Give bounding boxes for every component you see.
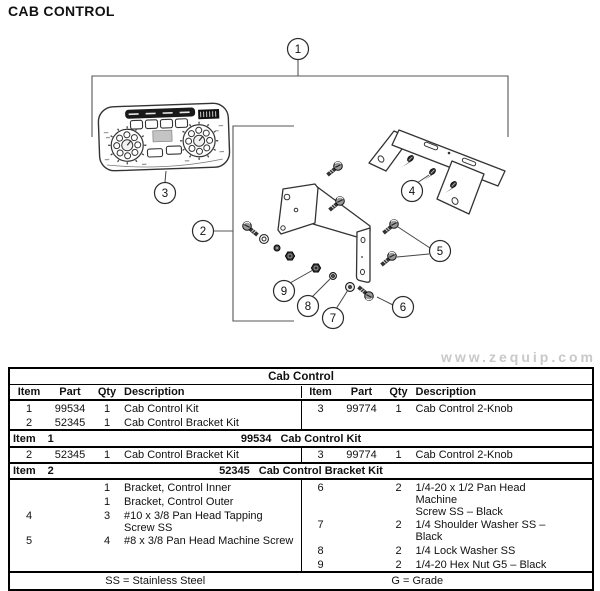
- callout-3: 3: [155, 183, 176, 204]
- svg-text:9: 9: [281, 286, 287, 298]
- callout-2: 2: [193, 221, 214, 242]
- center-display: [153, 130, 172, 142]
- watermark: www.zequip.com: [441, 349, 596, 365]
- section-1-body: 2 52345 1 Cab Control Bracket Kit 3 9977…: [10, 448, 592, 462]
- tapping-screw-icon: [402, 154, 415, 167]
- legend-grade: G = Grade: [301, 575, 593, 587]
- legend-row: SS = Stainless Steel G = Grade: [10, 571, 592, 589]
- lock-washer-icon: [330, 273, 337, 280]
- inner-control-bracket: [278, 184, 370, 282]
- pan-screw-icon: [243, 222, 258, 235]
- callout-5: 5: [430, 241, 451, 262]
- table-row: 2 52345 1 Cab Control Bracket Kit: [10, 415, 301, 429]
- col-desc: Description: [414, 386, 593, 398]
- table-row: 1 99534 1 Cab Control Kit: [10, 401, 301, 415]
- table-row: 1 Bracket, Control Inner: [10, 480, 301, 494]
- svg-text:7: 7: [330, 313, 336, 325]
- callouts: 1 2 3 4 5 6 7 8 9: [155, 39, 451, 329]
- pan-screw-icon: [384, 220, 399, 233]
- svg-text:1: 1: [295, 44, 301, 56]
- washer-icon: [260, 235, 269, 244]
- col-item: Item: [302, 386, 340, 398]
- legend-ss: SS = Stainless Steel: [10, 575, 301, 587]
- callout-9: 9: [274, 281, 295, 302]
- shoulder-washer-icon: [346, 283, 355, 292]
- svg-text:4: 4: [409, 186, 416, 198]
- column-header-row: Item Part Qty Description Item Part Qty …: [10, 385, 592, 402]
- svg-text:2: 2: [200, 226, 206, 238]
- hex-nut-icon: [311, 264, 320, 272]
- callout-4: 4: [402, 181, 423, 202]
- col-part: Part: [340, 386, 384, 398]
- exploded-diagram: 1 2 3 4 5 6 7 8 9: [0, 0, 600, 368]
- tapping-screw-icon: [424, 167, 437, 180]
- small-nut-icon: [274, 245, 280, 251]
- svg-text:6: 6: [400, 302, 406, 314]
- table-row: 3 99774 1 Cab Control 2-Knob: [302, 401, 593, 415]
- section-2-body: 1 Bracket, Control Inner 1 Bracket, Cont…: [10, 480, 592, 571]
- parts-table: Cab Control Item Part Qty Description It…: [8, 367, 594, 591]
- table-row: 3 99774 1 Cab Control 2-Knob: [302, 448, 593, 462]
- parts-catalog-page: { "page": { "title": "CAB CONTROL", "wat…: [0, 0, 600, 565]
- table-row: 9 2 1/4-20 Hex Nut G5 – Black: [302, 557, 593, 571]
- svg-text:3: 3: [162, 188, 168, 200]
- brand-logo: [198, 109, 219, 119]
- callout-7: 7: [323, 308, 344, 329]
- center-button-2: [166, 146, 181, 155]
- col-qty: Qty: [92, 386, 122, 398]
- table-row: 2 52345 1 Cab Control Bracket Kit: [10, 448, 301, 462]
- table-row: 8 2 1/4 Lock Washer SS: [302, 543, 593, 557]
- col-part: Part: [48, 386, 92, 398]
- table-row: 1 Bracket, Control Outer: [10, 494, 301, 508]
- outer-control-bracket: [369, 130, 505, 214]
- callout-8: 8: [298, 296, 319, 317]
- overview-body: 1 99534 1 Cab Control Kit 2 52345 1 Cab …: [10, 401, 592, 429]
- svg-text:5: 5: [437, 246, 443, 258]
- flange-nut-icon: [285, 252, 294, 260]
- callout-1: 1: [288, 39, 309, 60]
- pan-screw-icon: [359, 287, 374, 300]
- col-item: Item: [10, 386, 48, 398]
- callout-6: 6: [393, 297, 414, 318]
- pan-screw-icon: [328, 162, 343, 175]
- pan-screw-icon: [382, 252, 397, 265]
- table-title: Cab Control: [10, 369, 592, 385]
- cab-control-head-unit: [98, 103, 230, 171]
- center-button-1: [147, 149, 162, 158]
- col-qty: Qty: [384, 386, 414, 398]
- table-row: 5 4 #8 x 3/8 Pan Head Machine Screw: [10, 534, 301, 548]
- svg-text:8: 8: [305, 301, 311, 313]
- table-row: 7 2 1/4 Shoulder Washer SS – Black: [302, 518, 593, 544]
- col-desc: Description: [122, 386, 301, 398]
